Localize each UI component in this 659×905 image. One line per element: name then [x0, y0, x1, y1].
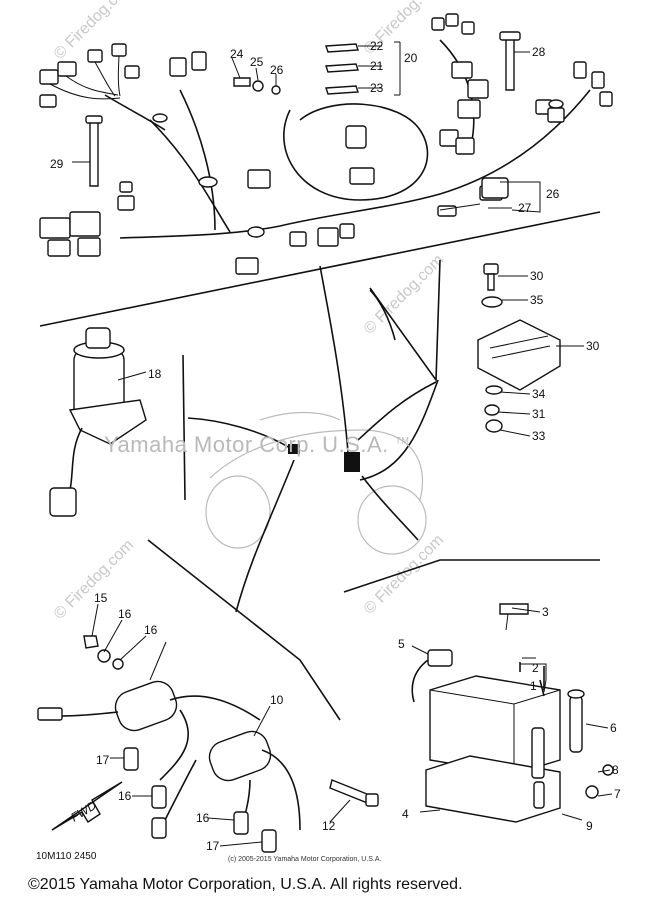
section-dividers — [39, 211, 601, 721]
callout-1: 1 — [530, 679, 537, 693]
callout-30: 30 — [586, 339, 600, 353]
callout-20: 21 — [370, 59, 384, 73]
callout-26: 26 — [546, 187, 560, 201]
callout-14: 16 — [118, 607, 132, 621]
callout-4: 4 — [402, 807, 409, 821]
ignition-coils: FWD — [37, 635, 379, 853]
callout-31: 30 — [530, 269, 544, 283]
callout-13: 15 — [94, 591, 108, 605]
callout-labels: 24 25 26 22 21 23 20 28 29 26 27 30 35 3… — [50, 39, 621, 853]
footer-copyright: ©2015 Yamaha Motor Corporation, U.S.A. A… — [28, 876, 463, 893]
callout-15: 16 — [144, 623, 158, 637]
callout-18: 18 — [148, 367, 162, 381]
callout-2: 2 — [532, 661, 539, 675]
callout-19: 20 — [404, 51, 418, 65]
watermark-site: © Firedog.com — [361, 531, 447, 617]
callout-28: 28 — [532, 45, 546, 59]
regulator — [477, 263, 561, 433]
callout-5: 5 — [398, 637, 405, 651]
main-switch — [49, 327, 147, 517]
watermark-banner: Yamaha Motor Corp. U.S.A. TM — [104, 432, 409, 458]
callout-17: 17 — [96, 753, 110, 767]
callout-21: 22 — [370, 39, 384, 53]
callout-17b: 17 — [206, 839, 220, 853]
pointer-arrows — [187, 265, 437, 613]
callout-7: 7 — [614, 787, 621, 801]
callout-16: 16 — [118, 789, 132, 803]
callout-32: 31 — [532, 407, 546, 421]
wire-harness — [39, 13, 613, 275]
callout-34: 34 — [532, 387, 546, 401]
watermark-banner-text: Yamaha Motor Corp. U.S.A. — [104, 432, 389, 457]
callout-33: 33 — [532, 429, 546, 443]
motorcycle-silhouette — [205, 411, 427, 555]
callout-23: 24 — [230, 47, 244, 61]
callout-35: 35 — [530, 293, 544, 307]
diagram-code: 10M110 2450 — [36, 851, 97, 862]
callout-10: 10 — [270, 693, 284, 707]
callout-22: 23 — [370, 81, 384, 95]
callout-9: 9 — [586, 819, 593, 833]
callout-27: 27 — [518, 201, 532, 215]
callout-24: 25 — [250, 55, 264, 69]
callout-6: 6 — [610, 721, 617, 735]
watermark-banner-tm: TM — [395, 435, 410, 446]
small-copyright: (c) 2005-2015 Yamaha Motor Corporation, … — [228, 856, 382, 863]
callout-8: 8 — [612, 763, 619, 777]
callout-12: 12 — [322, 819, 336, 833]
callout-25: 26 — [270, 63, 284, 77]
callout-29: 29 — [50, 157, 64, 171]
battery — [411, 603, 614, 823]
fwd-label: FWD — [68, 798, 99, 825]
callout-16b: 16 — [196, 811, 210, 825]
callout-3: 3 — [542, 605, 549, 619]
